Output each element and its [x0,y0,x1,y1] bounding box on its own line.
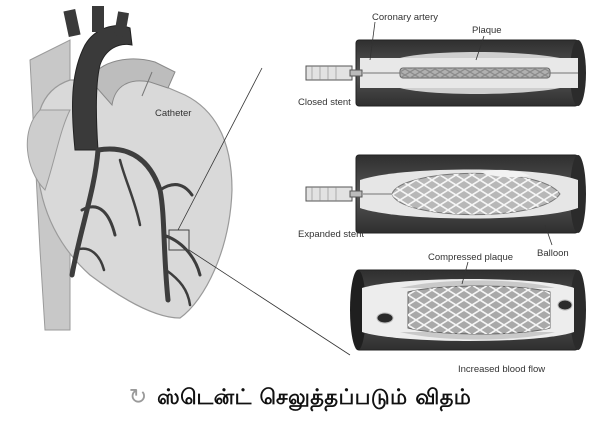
zoom-line-top [177,67,263,231]
refresh-arrow-icon: ↻ [128,385,148,410]
label-balloon: Balloon [537,248,569,259]
label-coronary-artery: Coronary artery [372,12,438,23]
coronary-vessels [69,146,202,307]
side-branch-1 [376,312,394,324]
aortic-branch-1 [63,9,81,37]
panel-closed-stent: Coronary artery Plaque Closed stent [298,12,586,108]
aortic-branch-3 [113,11,129,37]
zoom-line-bottom [188,249,351,356]
compressed-plaque-top [400,280,555,288]
magnify-box [168,229,190,251]
catheter-sheath-2 [305,186,353,202]
side-branch-2 [557,299,573,311]
label-closed-stent: Closed stent [298,97,351,108]
stent-procedure-illustration: Coronary artery Plaque Closed stent Expa… [26,6,586,375]
catheter-sheath-1 [305,65,353,81]
aorta [72,25,133,151]
plaque-bottom-1 [400,88,560,94]
compressed-plaque-bottom [400,332,555,340]
catheter-line [141,71,153,97]
caption: ↻ ஸ்டென்ட் செலுத்தப்படும் விதம் [0,380,600,416]
plaque-top-1 [400,52,560,58]
label-catheter: Catheter [155,108,191,119]
label-compressed-plaque: Compressed plaque [428,252,513,263]
pulmonary-artery [89,58,176,107]
label-increased-blood-flow: Increased blood flow [458,364,545,375]
panel-compressed-plaque: Compressed plaque Increased blood flow [350,252,586,375]
caption-text: ஸ்டென்ட் செலுத்தப்படும் விதம் [157,384,472,409]
plaque-highlight-2 [480,169,530,178]
aortic-branch-2 [92,6,104,32]
label-plaque: Plaque [472,25,502,36]
heart [26,6,233,331]
label-expanded-stent: Expanded stent [298,229,364,240]
panel-expanded-stent: Expanded stent Balloon [298,154,586,259]
right-atrium [26,109,71,191]
